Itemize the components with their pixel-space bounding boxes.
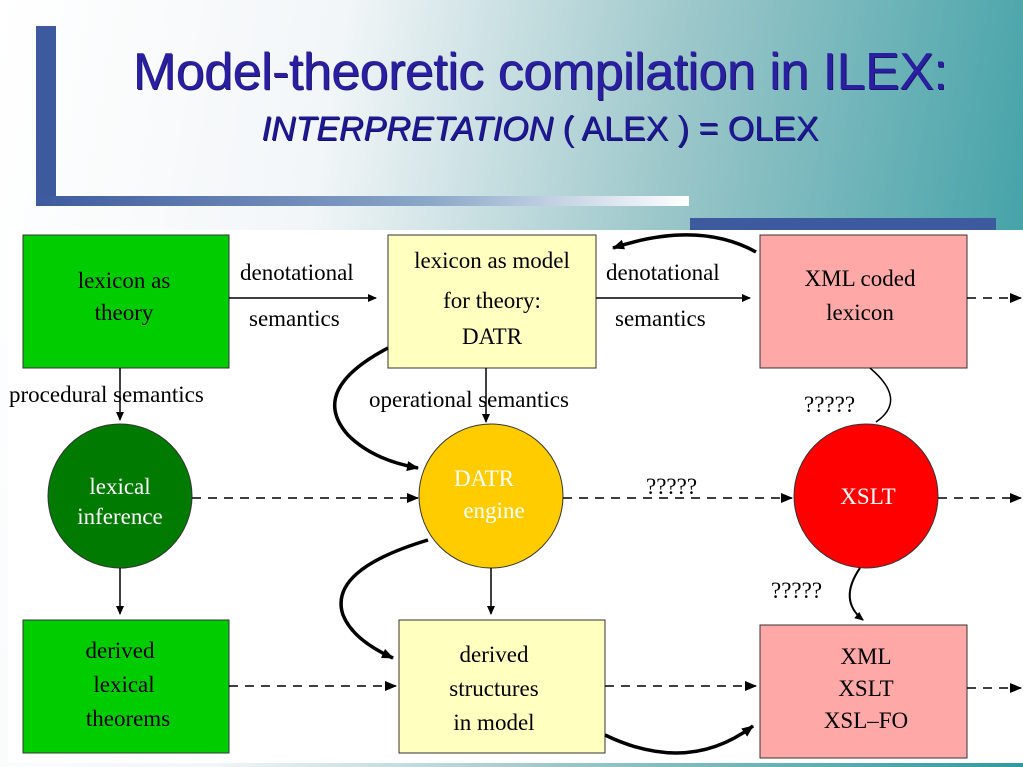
edge-q-middle: ????? [646,474,697,499]
slide-title: Model-theoretic compilation in ILEX: [132,43,948,101]
edge-q-bottom: ????? [771,578,822,603]
curve-xslt-to-xml-xslt [848,567,864,621]
slide-subtitle: INTERPRETATION ( ALEX ) = OLEX [80,110,1000,149]
xml-coded-box [759,234,968,369]
label-derived-theorems-2: lexical [93,672,154,697]
curve-xml-coded-to-xslt [869,367,892,423]
curve-model-to-engine [332,346,419,471]
derived-structures-box [398,619,606,754]
label-xml-coded-2: lexicon [826,300,894,325]
edge-denotational-2b: semantics [615,306,706,331]
label-xml-xslt-3: XSL–FO [824,708,908,733]
edge-q-top: ????? [804,392,855,417]
edge-operational: operational semantics [369,387,569,412]
label-derived-theorems-3: theorems [86,706,170,731]
xslt-circle [793,423,939,569]
label-lexicon-theory-2: theory [95,300,154,325]
subtitle-rest: ( ALEX ) = OLEX [553,110,819,148]
accent-bar-horizontal [36,196,689,206]
accent-bar-vertical [36,26,56,206]
derived-theorems-box [22,619,230,754]
diagram-svg: lexicon as theory lexicon as model for t… [9,233,1022,759]
label-lexicon-theory-1: lexicon as [78,268,171,293]
curve-engine-to-structures [339,538,429,660]
edge-denotational-1b: semantics [249,306,340,331]
label-lexicon-model-2: for theory: [443,288,541,313]
curve-xml-to-model [612,233,757,254]
label-derived-theorems-1: derived [86,638,155,663]
edge-denotational-2a: denotational [606,260,720,285]
diagram: lexicon as theory lexicon as model for t… [8,230,1023,763]
xml-xslt-box [759,624,968,759]
label-derived-structures-3: in model [453,710,534,735]
label-xml-coded-1: XML coded [805,266,916,291]
edge-procedural: procedural semantics [9,382,204,407]
label-xslt: XSLT [840,484,895,509]
label-datr-engine-1: DATR [454,466,515,491]
lexicon-model-box [387,234,597,369]
curve-structures-to-xml [604,724,755,755]
label-xml-xslt-2: XSLT [838,676,893,701]
label-xml-xslt-1: XML [840,644,891,669]
accent-bar-right [690,218,996,230]
subtitle-interpretation: INTERPRETATION [261,110,553,148]
lexicon-theory-box [22,234,230,369]
datr-engine-circle [418,423,564,569]
label-derived-structures-1: derived [460,642,529,667]
label-lexical-inference-1: lexical [89,474,150,499]
label-datr-engine-2: engine [463,498,524,523]
edge-denotational-1a: denotational [240,260,354,285]
label-derived-structures-2: structures [449,676,538,701]
label-lexical-inference-2: inference [77,504,163,529]
label-lexicon-model-1: lexicon as model [414,248,570,273]
label-lexicon-model-3: DATR [462,324,523,349]
